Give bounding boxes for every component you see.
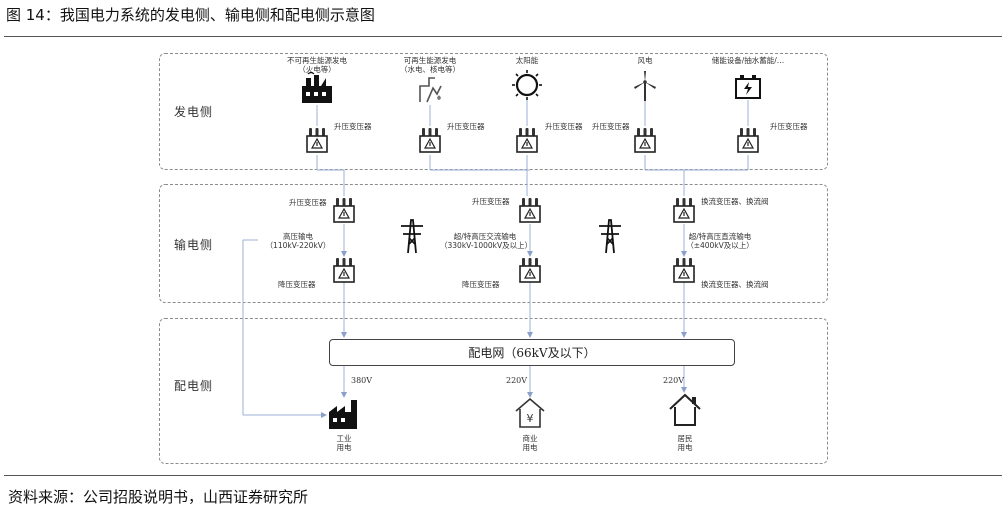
transformer-icon bbox=[516, 128, 538, 153]
user-label-commercial: 商业用电 bbox=[522, 434, 538, 452]
transformer-icon bbox=[634, 128, 656, 153]
transformer-icon bbox=[673, 198, 695, 223]
top-rule bbox=[4, 36, 1002, 37]
user-label-residential: 居民用电 bbox=[677, 434, 693, 452]
factory-icon bbox=[329, 400, 357, 429]
solar-sun-icon bbox=[512, 70, 542, 100]
trans-mid-step-up-label: 升压变压器 bbox=[472, 197, 510, 206]
source-label-solar: 太阳能 bbox=[515, 56, 539, 65]
transformer-icon bbox=[519, 258, 541, 283]
transformer-icon bbox=[673, 258, 695, 283]
distribution-side-label: 配电侧 bbox=[174, 379, 214, 393]
transformer-icon bbox=[737, 128, 759, 153]
trans-right-line-label: 超/特高压直流输电（±400kV及以上） bbox=[686, 232, 754, 250]
thermal-plant-icon bbox=[302, 72, 332, 103]
source-label-renewable: 可再生能源发电（水电、核电等） bbox=[400, 56, 460, 74]
yen-symbol: ¥ bbox=[527, 412, 534, 425]
transmission-tower-icon bbox=[599, 219, 621, 254]
transformer-icon bbox=[333, 198, 355, 223]
distribution-grid-box: 配电网（66kV及以下） bbox=[329, 339, 735, 366]
bottom-rule bbox=[4, 475, 1002, 476]
storage-battery-icon bbox=[735, 75, 761, 99]
gen-transformer-label-1: 升压变压器 bbox=[334, 122, 372, 131]
trans-mid-line-label: 超/特高压交流输电（330kV-1000kV及以上） bbox=[440, 232, 533, 250]
transmission-side-label: 输电侧 bbox=[174, 238, 214, 252]
transformer-icon bbox=[306, 128, 328, 153]
trans-right-top-label: 换流变压器、换流阀 bbox=[701, 197, 769, 206]
voltage-label-industrial: 380V bbox=[351, 376, 373, 385]
source-label-storage: 储能设备/抽水蓄能/… bbox=[711, 56, 785, 65]
hydro-nuclear-icon bbox=[419, 77, 442, 103]
source-note: 资料来源：公司招股说明书，山西证券研究所 bbox=[8, 488, 309, 506]
source-label-thermal: 不可再生能源发电（火电等） bbox=[287, 56, 347, 74]
gen-transformer-label-4: 升压变压器 bbox=[592, 122, 630, 131]
transformer-icon bbox=[333, 258, 355, 283]
source-label-wind: 风电 bbox=[637, 56, 653, 65]
wind-turbine-icon bbox=[634, 71, 656, 101]
voltage-label-residential: 220V bbox=[663, 376, 685, 385]
trans-mid-step-down-label: 降压变压器 bbox=[462, 280, 500, 289]
gen-transformer-label-3: 升压变压器 bbox=[545, 122, 583, 131]
trans-left-step-up-label: 升压变压器 bbox=[289, 198, 327, 207]
trans-left-line-label: 高压输电（110kV-220kV） bbox=[265, 232, 331, 250]
transformer-icon bbox=[519, 198, 541, 223]
generation-side-label: 发电侧 bbox=[174, 105, 214, 119]
user-label-industrial: 工业用电 bbox=[336, 434, 352, 452]
gen-transformer-label-5: 升压变压器 bbox=[770, 122, 808, 131]
gen-transformer-label-2: 升压变压器 bbox=[447, 122, 485, 131]
transformer-icon bbox=[419, 128, 441, 153]
trans-right-bottom-label: 换流变压器、换流阀 bbox=[701, 280, 769, 289]
transmission-panel bbox=[159, 184, 828, 303]
commercial-building-icon: ¥ bbox=[515, 397, 545, 428]
voltage-label-commercial: 220V bbox=[506, 376, 528, 385]
trans-left-step-down-label: 降压变压器 bbox=[278, 280, 316, 289]
distribution-panel bbox=[159, 318, 828, 464]
residential-house-icon bbox=[669, 393, 701, 426]
transmission-tower-icon bbox=[401, 219, 423, 254]
figure-title: 图 14：我国电力系统的发电侧、输电侧和配电侧示意图 bbox=[6, 6, 375, 24]
